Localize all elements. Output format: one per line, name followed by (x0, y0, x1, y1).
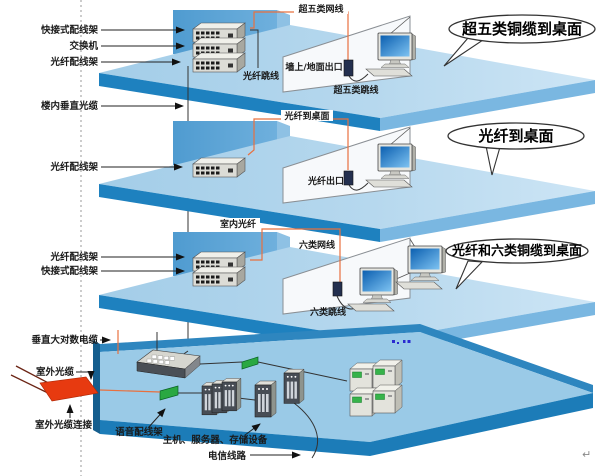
basement-left-wall (93, 340, 100, 434)
basement-back-band (100, 324, 593, 393)
floor1-patch-label: 超五类跳线 (332, 84, 378, 96)
label-copper-trunk: 垂直大对数电缆 (31, 334, 98, 346)
storage-cabinet-2 (372, 359, 403, 389)
floor3-patch-label: 六类跳线 (310, 306, 346, 318)
floor1-outlet-label: 墙上/地面出口 (285, 61, 342, 73)
leader-outdoor-fiber (76, 371, 95, 380)
floor2-slab-right-edge (380, 191, 595, 242)
floor3-cat6-cable (250, 228, 341, 282)
tiny-blue-marker-icons (392, 340, 411, 344)
label-building-riser: 楼内垂直光缆 (41, 100, 99, 112)
label-quick-panel-3: 快接式配线架 (41, 265, 99, 277)
floor2-wall-outlet (343, 170, 354, 186)
return-mark: ↵ (582, 448, 591, 461)
label-switch: 交换机 (69, 40, 98, 52)
telecom-curve-cable (293, 402, 319, 459)
floor3-wall-outlet (332, 281, 343, 297)
floor2-slab-front-edge (99, 184, 380, 242)
callout-fiber-to-desktop: 光纤到桌面 (447, 122, 585, 176)
label-telecom-line: 电信线路 (208, 450, 247, 462)
outdoor-cable-line-2 (10, 374, 51, 395)
floor2-cable-label: 光纤到桌面 (283, 110, 329, 122)
label-outdoor-fiber-connect: 室外光缆连接 (35, 419, 93, 431)
server-rack-3 (221, 377, 242, 412)
voice-panel-upper (241, 356, 259, 370)
callout1-text: 超五类铜缆到桌面 (461, 20, 582, 38)
floor3-indoor-fiber-bg (216, 218, 260, 229)
label-outdoor-fiber: 室外光缆 (36, 366, 75, 378)
floor1-patch-cord (348, 73, 369, 82)
floor1-fiber-panel (192, 52, 246, 73)
floor2-patch-cord (348, 182, 369, 191)
switch-to-panel-cable (199, 361, 243, 365)
basement-front-edge (100, 420, 370, 456)
callout3-text: 光纤和六类铜缆到桌面 (451, 243, 582, 259)
basement-slab (100, 332, 593, 442)
server-tower-1 (254, 380, 277, 418)
leader-voice-panel (147, 408, 166, 429)
callout-cat5e-to-desktop: 超五类铜缆到桌面 (443, 14, 596, 67)
basement: 垂直大对数电缆 室外光缆 室外光缆连接 语音配线架 主机、服务器、存储设备 电信… (10, 324, 593, 462)
voice-panel-lower (159, 385, 179, 401)
leader-servers (244, 423, 261, 436)
floor-2: 光纤到桌面 光纤出口 光纤配线架 光纤到桌面 (49, 110, 595, 242)
floor1-fiber-patch-bracket (250, 29, 259, 68)
floor1-fiber-patch-label: 光纤跳线 (242, 70, 279, 82)
label-fiber-panel-2: 光纤配线架 (49, 161, 98, 173)
floor1-ceiling-drop (389, 16, 411, 35)
basement-right-edge (370, 393, 593, 456)
outdoor-to-panel-cable (99, 389, 161, 393)
floor1-wall-outlet (343, 59, 354, 77)
floor3-cable-label: 六类网线 (299, 239, 335, 251)
callout2-text: 光纤到桌面 (477, 127, 553, 145)
storage-cabinet-4 (372, 384, 403, 414)
outdoor-fiber-patch (39, 376, 99, 402)
floor2-fiber-cable (247, 118, 349, 170)
floor2-cable-label-bg (281, 110, 333, 121)
core-switch (136, 349, 201, 379)
floor1-cable-label-bg (294, 3, 348, 14)
floor2-fiber-panel (192, 157, 246, 178)
server-tower-2 (283, 368, 305, 404)
label-fiber-panel-3: 光纤配线架 (49, 251, 98, 263)
floor2-ceiling-drop (389, 127, 411, 146)
label-quick-panel-1: 快接式配线架 (41, 24, 99, 36)
floor1-cable-label: 超五类网线 (297, 3, 343, 15)
callout-fiber-cat6-to-desktop: 光纤和六类铜缆到桌面 (445, 238, 589, 290)
floor3-indoor-fiber-label: 室内光纤 (220, 218, 256, 230)
floor1-cat5e-cable (250, 11, 349, 60)
floor2-outlet-label: 光纤出口 (307, 175, 344, 187)
label-servers: 主机、服务器、存储设备 (163, 434, 268, 446)
floor3-quick-panel (192, 266, 246, 287)
label-voice-panel: 语音配线架 (115, 426, 163, 438)
label-fiber-panel-1: 光纤配线架 (49, 56, 98, 68)
floor1-slab-right-edge (380, 80, 595, 131)
